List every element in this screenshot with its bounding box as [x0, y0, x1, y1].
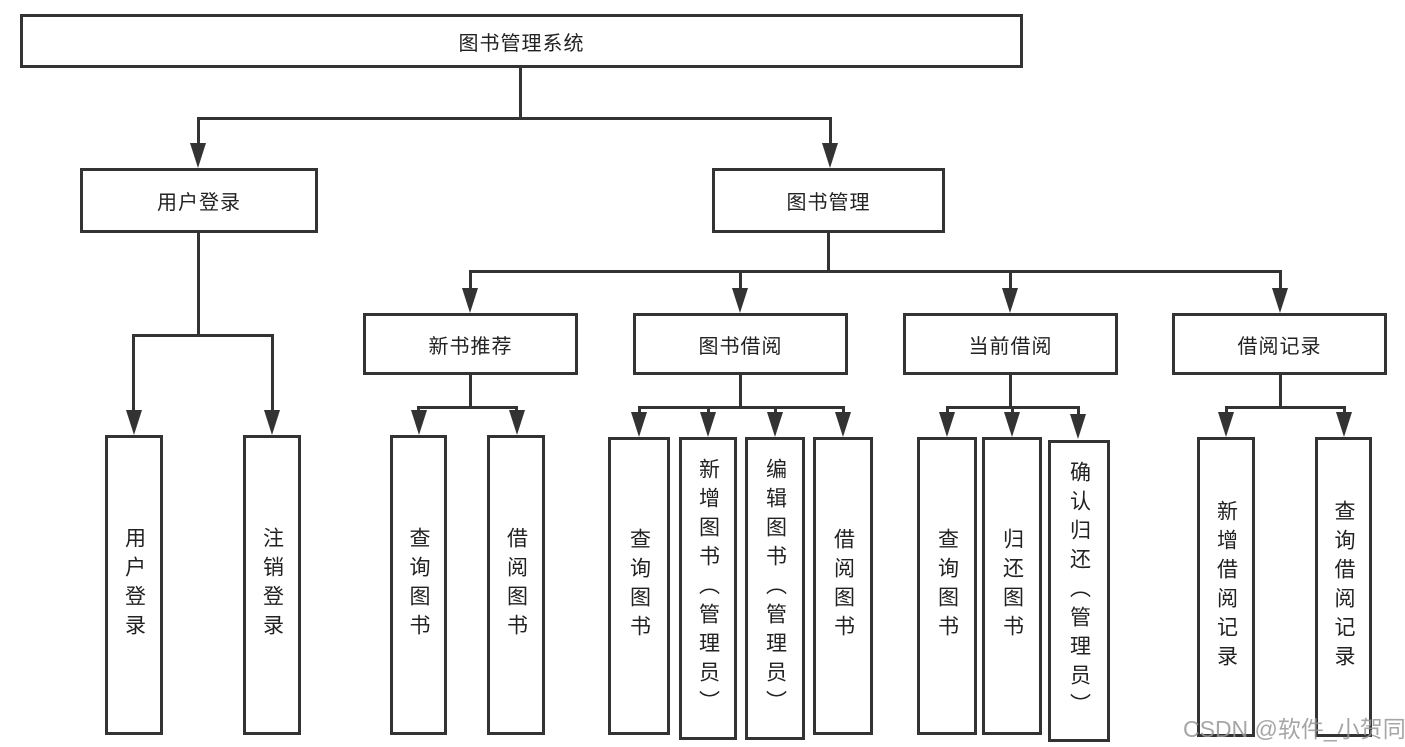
connector-segment — [1077, 406, 1080, 414]
connector-segment — [739, 375, 742, 409]
connector-segment — [1279, 375, 1282, 409]
node-borrow-record: 借阅记录 — [1172, 313, 1387, 375]
connector-segment — [1009, 270, 1012, 290]
node-label: 图书管理系统 — [458, 32, 585, 55]
connector-segment — [132, 334, 274, 337]
node-label: 归还图书 — [1000, 528, 1024, 644]
node-label: 借阅图书 — [831, 528, 855, 644]
leaf-confirm-return-admin: 确认归还（管理员） — [1048, 440, 1110, 742]
node-label: 借阅图书 — [504, 527, 528, 643]
arrow-down-icon — [767, 412, 783, 437]
connector-segment — [469, 375, 472, 409]
leaf-query-book: 查询图书 — [390, 435, 447, 735]
node-label: 确认归还（管理员） — [1067, 460, 1091, 722]
connector-segment — [638, 406, 845, 409]
connector-segment — [1225, 406, 1228, 414]
leaf-edit-book-admin: 编辑图书（管理员） — [745, 437, 805, 740]
node-new-book-recommend: 新书推荐 — [363, 313, 578, 375]
node-label: 查询图书 — [935, 528, 959, 644]
leaf-query-book: 查询图书 — [917, 437, 977, 735]
leaf-user-login: 用户登录 — [105, 435, 163, 735]
leaf-add-book-admin: 新增图书（管理员） — [679, 437, 737, 740]
leaf-add-borrow-record: 新增借阅记录 — [1197, 437, 1255, 737]
leaf-query-book: 查询图书 — [608, 437, 670, 735]
connector-segment — [1225, 406, 1345, 409]
node-book-borrow: 图书借阅 — [633, 313, 848, 375]
node-label: 新书推荐 — [428, 335, 513, 358]
node-label: 注销登录 — [260, 527, 284, 643]
connector-segment — [469, 270, 1282, 273]
connector-segment — [707, 406, 710, 414]
arrow-down-icon — [1218, 412, 1234, 437]
node-label: 用户登录 — [122, 527, 146, 643]
connector-segment — [417, 406, 518, 409]
arrow-down-icon — [1272, 288, 1288, 313]
connector-segment — [638, 406, 641, 414]
leaf-query-borrow-record: 查询借阅记录 — [1315, 437, 1372, 737]
connector-segment — [197, 233, 200, 336]
connector-segment — [1009, 375, 1012, 409]
node-label: 编辑图书（管理员） — [763, 458, 787, 719]
node-book-management: 图书管理 — [712, 168, 945, 233]
arrow-down-icon — [631, 412, 647, 437]
node-label: 查询借阅记录 — [1332, 500, 1356, 674]
arrow-down-icon — [509, 410, 525, 435]
connector-segment — [842, 406, 845, 414]
arrow-down-icon — [835, 412, 851, 437]
node-label: 查询图书 — [407, 527, 431, 643]
arrow-down-icon — [1004, 412, 1020, 437]
node-label: 新增图书（管理员） — [696, 458, 720, 719]
arrow-down-icon — [126, 410, 142, 435]
node-label: 查询图书 — [627, 528, 651, 644]
leaf-borrow-book: 借阅图书 — [487, 435, 545, 735]
connector-segment — [197, 117, 200, 145]
node-user-login: 用户登录 — [80, 168, 318, 233]
connector-segment — [132, 334, 135, 412]
node-current-borrow: 当前借阅 — [903, 313, 1118, 375]
arrow-down-icon — [264, 410, 280, 435]
leaf-borrow-book: 借阅图书 — [813, 437, 873, 735]
node-label: 图书借阅 — [698, 335, 783, 358]
leaf-logout: 注销登录 — [243, 435, 301, 735]
arrow-down-icon — [1070, 414, 1086, 439]
connector-segment — [946, 406, 949, 414]
arrow-down-icon — [732, 288, 748, 313]
leaf-return-book: 归还图书 — [982, 437, 1042, 735]
node-label: 新增借阅记录 — [1214, 500, 1238, 674]
connector-segment — [1011, 406, 1014, 414]
node-root-library-system: 图书管理系统 — [20, 14, 1023, 68]
arrow-down-icon — [190, 143, 206, 168]
arrow-down-icon — [1336, 412, 1352, 437]
connector-segment — [1279, 270, 1282, 290]
connector-segment — [271, 334, 274, 412]
connector-segment — [827, 233, 830, 273]
connector-segment — [774, 406, 777, 414]
arrow-down-icon — [822, 143, 838, 168]
arrow-down-icon — [939, 412, 955, 437]
node-label: 借阅记录 — [1237, 335, 1322, 358]
arrow-down-icon — [411, 410, 427, 435]
csdn-watermark: CSDN @软件_小贺同学 — [1183, 716, 1405, 742]
arrow-down-icon — [1002, 288, 1018, 313]
connector-segment — [1343, 406, 1346, 414]
connector-segment — [829, 117, 832, 145]
node-label: 图书管理 — [786, 192, 871, 214]
connector-segment — [197, 117, 832, 120]
connector-segment — [519, 68, 522, 120]
arrow-down-icon — [462, 288, 478, 313]
node-label: 当前借阅 — [968, 335, 1053, 358]
connector-segment — [469, 270, 472, 290]
arrow-down-icon — [700, 412, 716, 437]
node-label: 用户登录 — [157, 192, 241, 214]
connector-segment — [739, 270, 742, 290]
